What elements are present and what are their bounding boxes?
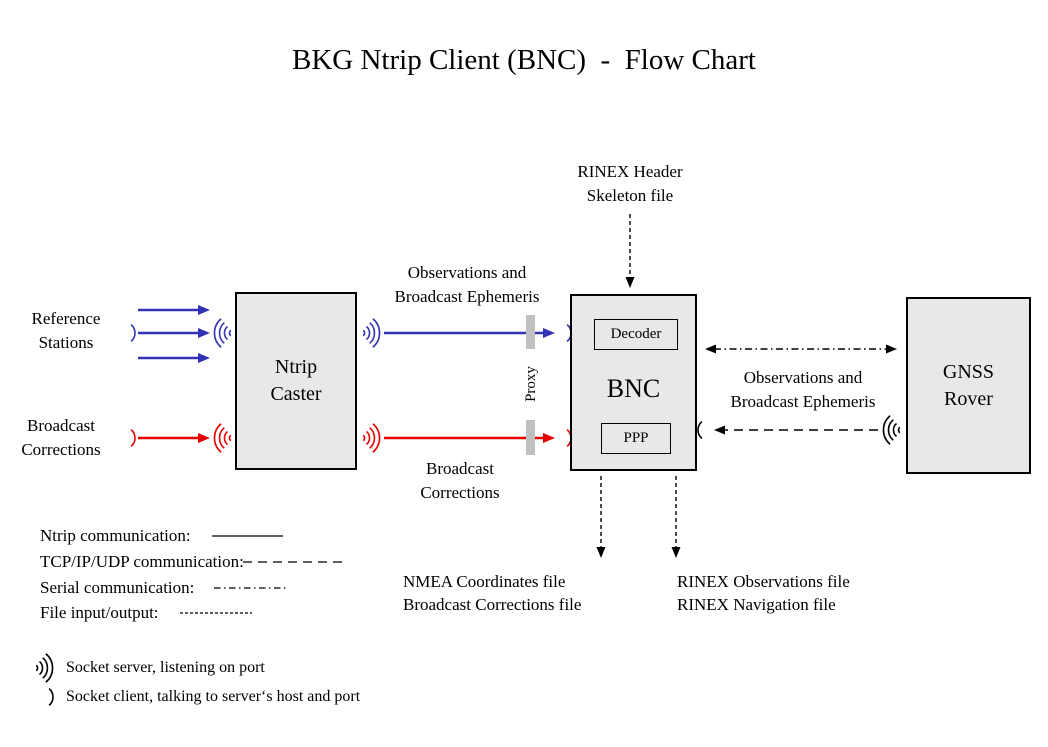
legend-socket-client-label: Socket client, talking to server‘s host … (66, 688, 361, 705)
observations-ephemeris-caster-bnc-label: Observations and Broadcast Ephemeris (394, 263, 540, 306)
socket-client-icon (130, 323, 136, 343)
broadcast-corrections-input-label: Broadcast Corrections (21, 416, 101, 459)
legend-ntrip-label: Ntrip communication: (40, 526, 191, 545)
gnss-rover-label: Rover (944, 387, 993, 410)
legend-file-io-label: File input/output: (40, 603, 159, 622)
rinex-header-skeleton-label: RINEX Header Skeleton file (577, 162, 683, 205)
legend-socket-server-label: Socket server, listening on port (66, 659, 265, 676)
legend-serial-label: Serial communication: (40, 578, 195, 597)
bnc-box: Decoder BNC PPP (570, 294, 697, 471)
socket-server-icon (362, 423, 381, 453)
bnc-label: BNC (606, 374, 661, 403)
socket-client-icon (130, 428, 136, 448)
rinex-output-label: RINEX Observations file RINEX Navigation… (677, 572, 850, 614)
socket-client-icon (697, 420, 703, 440)
nmea-output-label: NMEA Coordinates file Broadcast Correcti… (403, 572, 582, 614)
decoder-box: Decoder (594, 319, 678, 350)
reference-stations-label: Reference Stations (31, 309, 101, 352)
observations-ephemeris-bnc-rover-label: Observations and Broadcast Ephemeris (730, 368, 876, 411)
proxy-label: Proxy (523, 366, 539, 402)
legend-tcp-label: TCP/IP/UDP communication: (40, 552, 244, 571)
socket-server-icon (213, 318, 232, 348)
ntrip-caster-box: Ntrip Caster (235, 292, 357, 470)
socket-server-icon (882, 415, 901, 445)
proxy-bars (526, 315, 535, 455)
socket-server-icon (35, 653, 54, 683)
socket-server-icon (213, 423, 232, 453)
ntrip-caster-label: Caster (270, 383, 322, 405)
ntrip-caster-label: Ntrip (274, 356, 318, 378)
broadcast-corrections-caster-bnc-label: Broadcast Corrections (420, 459, 500, 502)
bnc-output-arrows (596, 476, 681, 558)
reference-stations-arrows (138, 305, 210, 363)
socket-client-icon (48, 687, 54, 707)
legend-line-samples (180, 535, 347, 614)
ppp-box: PPP (601, 423, 671, 454)
gnss-rover-box: GNSS Rover (906, 297, 1031, 474)
page-title: BKG Ntrip Client (BNC) - Flow Chart (292, 44, 756, 76)
socket-server-icon (362, 318, 381, 348)
gnss-rover-label: GNSS (942, 360, 995, 383)
